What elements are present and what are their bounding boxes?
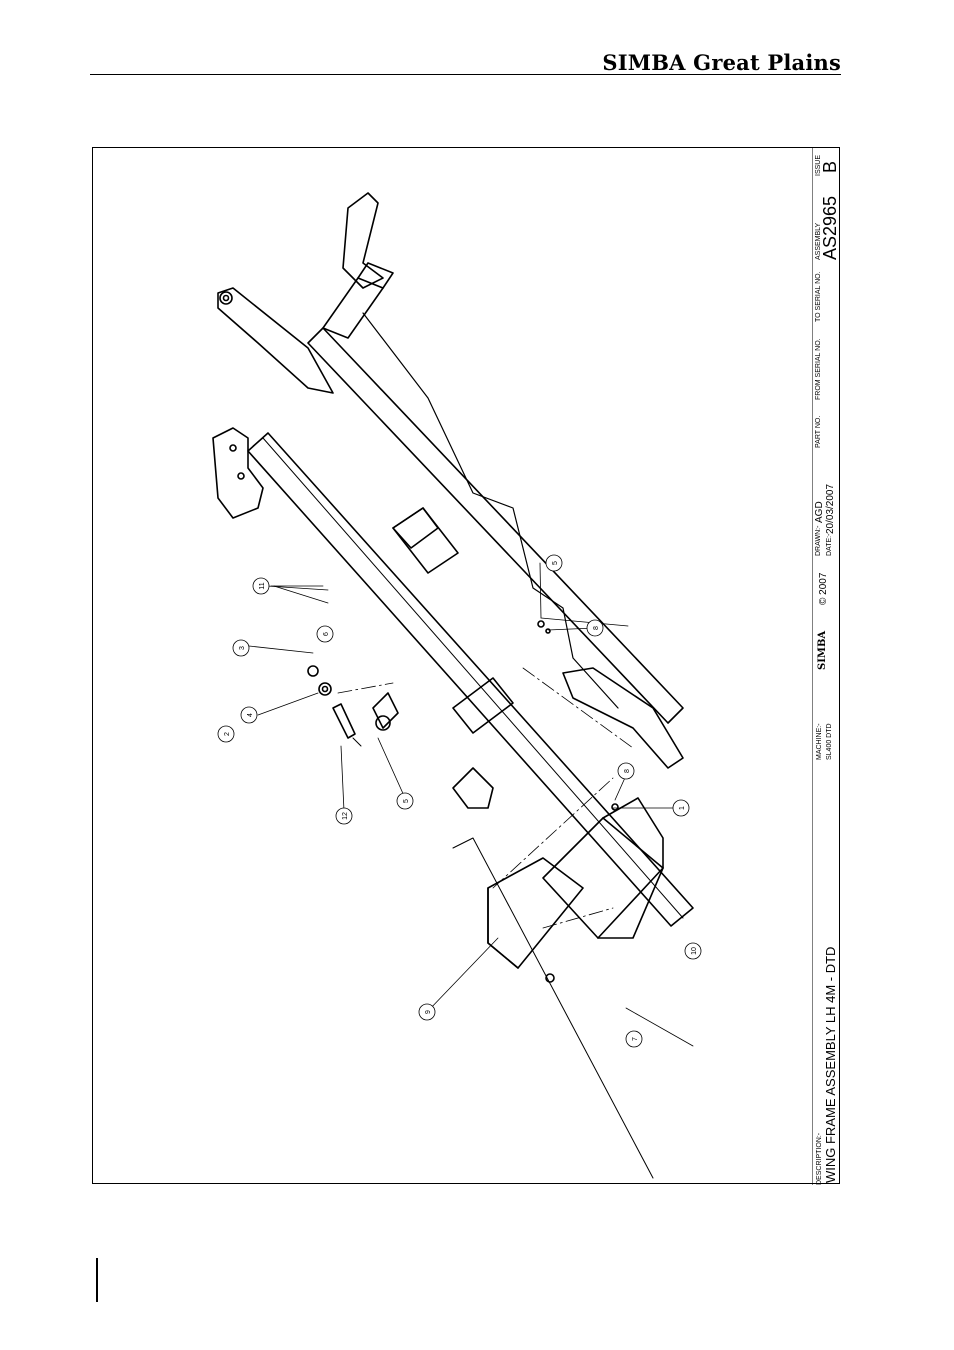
drawing-sheet: 1 2 3 4 5 5 6 7 8 8 9 10 11 12 [92,147,840,1184]
description-label: DESCRIPTION:- [816,1133,823,1185]
machine-value: SL400 DTD [826,723,833,760]
callout-label: 8 [593,626,600,630]
wing-arm [563,668,683,768]
page-margin-mark [96,1258,98,1302]
lower-bracket [453,768,493,808]
header-rule [90,74,841,75]
callout-label: 4 [247,713,254,717]
outer-frame-rail [308,328,683,723]
callout-label: 12 [342,812,349,820]
callout-label: 5 [552,561,559,565]
pin-assembly [333,704,355,738]
callout-label: 8 [624,769,631,773]
date-value: 20/03/2007 [825,484,836,534]
pivot-arm [218,288,333,393]
description-value: WING FRAME ASSEMBLY LH 4M - DTD [823,947,838,1183]
end-plate [488,858,583,968]
callout-label: 9 [425,1010,432,1014]
machine-label: MACHINE:- [816,723,823,760]
callout-label: 10 [691,947,698,955]
drawn-label: DRAWN:- [815,526,822,556]
callout-label: 2 [224,732,231,736]
date-label: DATE:- [826,534,833,556]
callout-label: 11 [259,582,266,589]
brand-title: SIMBA Great Plains [602,50,841,75]
top-bracket [343,193,383,288]
exploded-assembly-drawing: 1 2 3 4 5 5 6 7 8 8 9 10 11 12 [93,148,813,1185]
callout-label: 1 [679,806,686,810]
from-serial-label: FROM SERIAL NO. [815,338,822,400]
callout-label: 3 [239,646,246,650]
callout-label: 7 [632,1037,639,1041]
part-no-label: PART NO. [815,416,822,448]
left-bracket [213,428,263,518]
to-serial-label: TO SERIAL NO. [815,271,822,322]
cross-tube-1 [393,508,438,548]
drawn-value: AGD [814,501,825,523]
cross-tube-2 [453,678,513,733]
callout-label: 6 [323,632,330,636]
storage-box [543,818,663,938]
top-cross-tube [323,278,383,338]
callout-label: 5 [403,799,410,803]
simba-logo: SIMBA [817,631,828,670]
assembly-value: AS2965 [820,196,841,260]
issue-value: B [820,161,841,173]
copyright: © 2007 [818,573,829,605]
